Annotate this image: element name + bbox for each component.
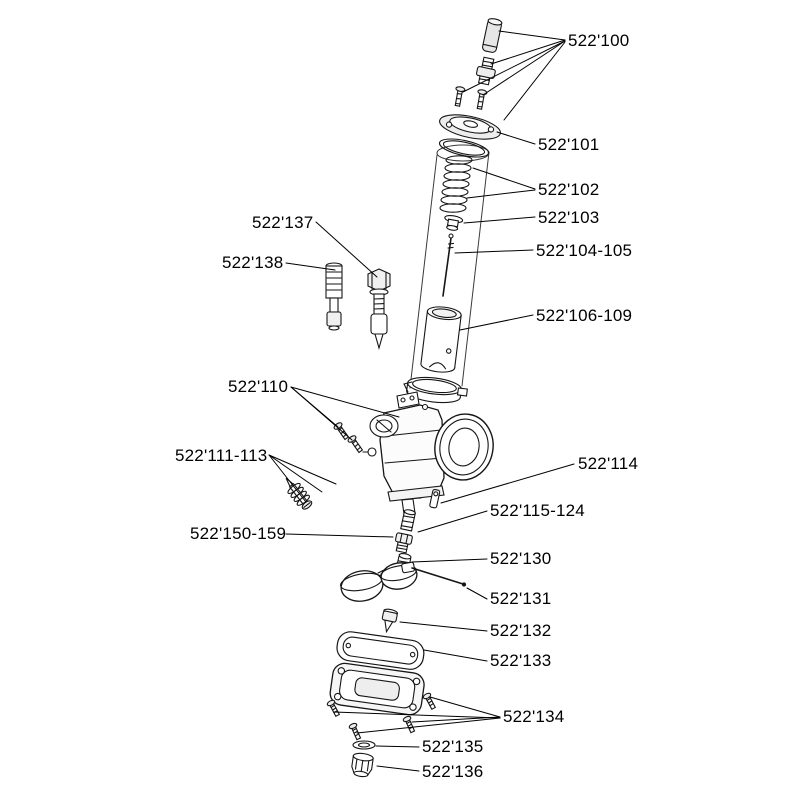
throttle-slide xyxy=(420,306,462,373)
bowl-screw-2 xyxy=(348,722,362,741)
main-jet xyxy=(394,532,413,554)
air-screw-assembly xyxy=(285,477,313,510)
part-label-522-103: 522'103 xyxy=(538,208,600,227)
bowl-gasket xyxy=(336,631,425,670)
part-label-522-101: 522'101 xyxy=(538,135,600,154)
part-label-522-150-159: 522'150-159 xyxy=(190,524,287,543)
part-label-522-132: 522'132 xyxy=(490,621,552,640)
float-valve xyxy=(381,608,399,634)
part-label-522-137: 522'137 xyxy=(252,213,314,232)
cover-gasket xyxy=(438,138,490,158)
float-assembly xyxy=(340,561,467,602)
part-label-522-106-109: 522'106-109 xyxy=(536,306,633,325)
part-label-522-133: 522'133 xyxy=(490,651,552,670)
clamp-ring xyxy=(406,376,468,404)
return-spring xyxy=(439,155,473,213)
part-label-522-136: 522'136 xyxy=(422,762,484,781)
part-label-522-102: 522'102 xyxy=(538,180,600,199)
part-label-522-114: 522'114 xyxy=(578,454,639,473)
leader-lines xyxy=(268,30,575,772)
part-label-522-111-113: 522'111-113 xyxy=(175,446,268,465)
cable-adjuster-screw xyxy=(475,56,496,86)
spring-seat xyxy=(444,214,464,231)
cable-adjuster-cap xyxy=(482,18,503,53)
cover-screw-2 xyxy=(476,89,488,110)
part-label-522-138: 522'138 xyxy=(222,253,284,272)
choke-plunger-assembly xyxy=(367,268,391,351)
body-screw-2 xyxy=(347,435,364,454)
part-label-522-131: 522'131 xyxy=(490,589,552,608)
jet-needle xyxy=(442,233,455,297)
top-cover xyxy=(439,114,501,140)
drain-washer xyxy=(352,740,376,750)
bowl-screw-3 xyxy=(402,715,416,734)
part-label-522-100: 522'100 xyxy=(568,31,630,50)
part-label-522-115-124: 522'115-124 xyxy=(490,501,585,520)
part-label-522-130: 522'130 xyxy=(490,549,552,568)
throttle-stop-part xyxy=(429,489,441,509)
part-label-522-134: 522'134 xyxy=(503,707,565,726)
part-label-522-110: 522'110 xyxy=(228,377,289,396)
cover-screw-1 xyxy=(454,86,466,107)
carburetor-body xyxy=(362,381,494,515)
bowl-screw-4 xyxy=(422,692,437,711)
drain-plug xyxy=(351,752,374,778)
part-label-522-135: 522'135 xyxy=(422,737,484,756)
choke-cable-plunger xyxy=(325,262,343,331)
float-bowl xyxy=(329,662,425,716)
needle-jet xyxy=(400,509,416,532)
part-label-522-104-105: 522'104-105 xyxy=(536,241,633,260)
